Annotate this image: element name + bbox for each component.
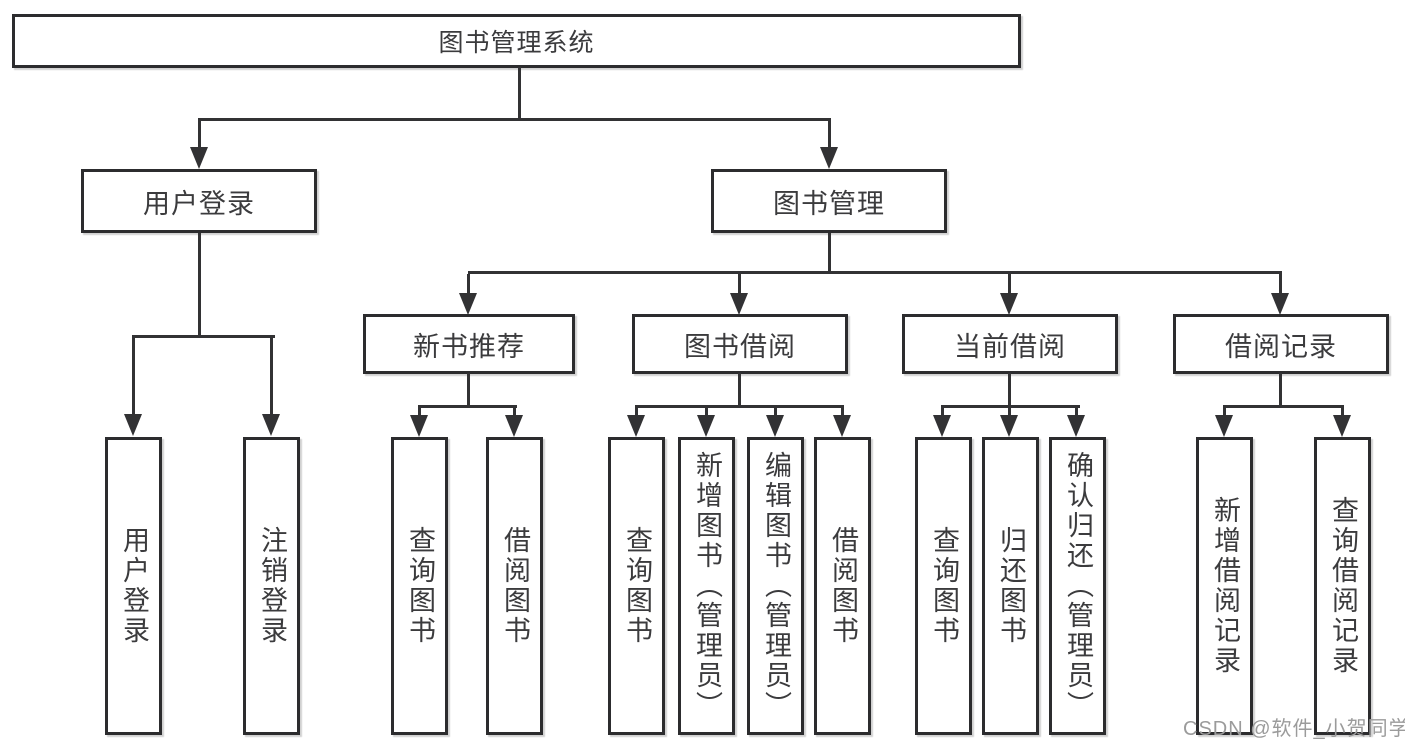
connector-nbr-leaf2-stem — [513, 408, 516, 417]
arrowhead-cb-leaf1 — [933, 415, 951, 437]
leaf-cb-return-books: 归还图书 — [982, 437, 1039, 735]
arrowhead-cb-leaf2 — [1000, 415, 1018, 437]
connector-bb-leaf3-stem — [774, 408, 777, 417]
leaf-label: 用户登录 — [119, 526, 149, 646]
connector-nbr-hline — [418, 405, 517, 408]
connector-user-login-stem — [198, 233, 201, 337]
leaf-label: 注销登录 — [257, 526, 287, 646]
arrowhead-to-borrow-records — [1271, 293, 1289, 315]
connector-book-mgmt-stem — [828, 233, 831, 273]
leaf-label: 查询图书 — [929, 526, 959, 646]
leaf-bb-edit-books-admin: 编辑图书（管理员） — [747, 437, 804, 735]
connector-bb-stem — [738, 373, 741, 407]
arrowhead-to-current-borrow — [1000, 293, 1018, 315]
arrowhead-br-leaf2 — [1333, 415, 1351, 437]
node-label: 新书推荐 — [413, 331, 525, 362]
leaf-label: 归还图书 — [996, 526, 1026, 646]
node-book-management: 图书管理 — [711, 169, 947, 233]
leaf-label: 新增借阅记录 — [1210, 496, 1240, 676]
leaf-bb-query-books: 查询图书 — [608, 437, 665, 735]
node-label: 借阅记录 — [1225, 331, 1337, 362]
connector-user-login-hline — [132, 335, 275, 338]
arrowhead-bb-leaf3 — [766, 415, 784, 437]
leaf-label: 借阅图书 — [500, 526, 530, 646]
arrowhead-br-leaf1 — [1215, 415, 1233, 437]
connector-stem-user-login — [198, 121, 201, 149]
arrowhead-to-book-management — [820, 147, 838, 169]
node-label: 当前借阅 — [954, 331, 1066, 362]
node-current-borrowing: 当前借阅 — [902, 314, 1118, 374]
leaf-user-login: 用户登录 — [105, 437, 162, 735]
leaf-logout: 注销登录 — [243, 437, 300, 735]
connector-cb-leaf3-stem — [1075, 408, 1078, 417]
leaf-bb-add-books-admin: 新增图书（管理员） — [678, 437, 735, 735]
node-new-book-recommend: 新书推荐 — [363, 314, 575, 374]
leaf-label: 编辑图书（管理员） — [761, 451, 791, 721]
connector-stem-logout-leaf — [270, 338, 273, 415]
leaf-br-add-borrow-record: 新增借阅记录 — [1196, 437, 1253, 735]
connector-stem-current-borrow — [1008, 274, 1011, 295]
connector-cb-leaf1-stem — [941, 408, 944, 417]
node-label: 用户登录 — [143, 188, 255, 219]
connector-br-stem — [1279, 373, 1282, 407]
connector-cb-stem — [1008, 373, 1011, 407]
leaf-label: 确认归还（管理员） — [1063, 451, 1093, 721]
connector-br-hline — [1223, 405, 1344, 408]
leaf-label: 查询借阅记录 — [1328, 496, 1358, 676]
leaf-nbr-query-books: 查询图书 — [391, 437, 448, 735]
arrowhead-bb-leaf4 — [833, 415, 851, 437]
leaf-label: 新增图书（管理员） — [692, 451, 722, 721]
connector-root-hline — [198, 118, 831, 121]
node-label: 图书借阅 — [684, 331, 796, 362]
connector-br-leaf2-stem — [1341, 408, 1344, 417]
arrowhead-to-book-borrow — [730, 293, 748, 315]
arrowhead-to-logout-leaf — [262, 414, 280, 436]
arrowhead-to-login-leaf — [124, 414, 142, 436]
connector-bb-leaf2-stem — [705, 408, 708, 417]
connector-stem-login-leaf — [132, 338, 135, 415]
leaf-cb-query-books: 查询图书 — [915, 437, 972, 735]
connector-stem-borrow-records — [1279, 274, 1282, 295]
node-user-login: 用户登录 — [81, 169, 317, 233]
arrowhead-bb-leaf1 — [627, 415, 645, 437]
connector-root-stem — [518, 67, 521, 120]
arrowhead-cb-leaf3 — [1067, 415, 1085, 437]
connector-nbr-leaf1-stem — [418, 408, 421, 417]
connector-cb-leaf2-stem — [1008, 408, 1011, 417]
connector-stem-book-borrow — [738, 274, 741, 295]
leaf-nbr-borrow-books: 借阅图书 — [486, 437, 543, 735]
leaf-bb-borrow-books: 借阅图书 — [814, 437, 871, 735]
leaf-br-query-borrow-record: 查询借阅记录 — [1314, 437, 1371, 735]
arrowhead-to-new-book-rec — [459, 293, 477, 315]
node-book-borrowing: 图书借阅 — [632, 314, 848, 374]
arrowhead-nbr-leaf2 — [505, 415, 523, 437]
leaf-label: 借阅图书 — [828, 526, 858, 646]
connector-book-mgmt-hline — [468, 271, 1282, 274]
connector-stem-book-management — [828, 121, 831, 149]
connector-bb-hline — [635, 405, 844, 408]
csdn-watermark: CSDN @软件_小贺同学 — [1183, 718, 1405, 740]
connector-cb-hline — [941, 405, 1080, 408]
connector-br-leaf1-stem — [1223, 408, 1226, 417]
node-borrowing-records: 借阅记录 — [1173, 314, 1389, 374]
node-library-management-system: 图书管理系统 — [12, 14, 1021, 68]
connector-bb-leaf1-stem — [635, 408, 638, 417]
leaf-label: 查询图书 — [622, 526, 652, 646]
connector-nbr-stem — [467, 373, 470, 407]
node-label: 图书管理系统 — [438, 29, 595, 57]
leaf-label: 查询图书 — [405, 526, 435, 646]
connector-stem-new-book-rec — [467, 274, 470, 295]
arrowhead-to-user-login — [190, 147, 208, 169]
connector-bb-leaf4-stem — [841, 408, 844, 417]
leaf-cb-confirm-return-admin: 确认归还（管理员） — [1049, 437, 1106, 735]
arrowhead-bb-leaf2 — [697, 415, 715, 437]
arrowhead-nbr-leaf1 — [410, 415, 428, 437]
node-label: 图书管理 — [773, 188, 885, 219]
